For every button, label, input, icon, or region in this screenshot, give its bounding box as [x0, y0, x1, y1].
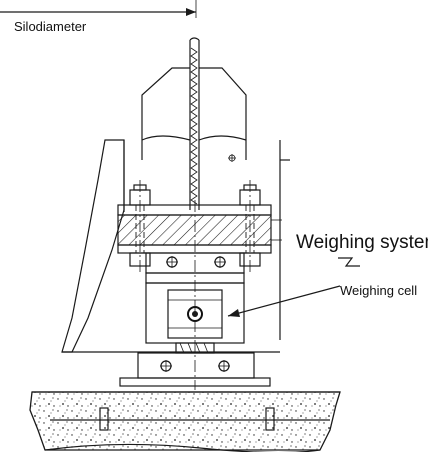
- skirt-right-upper: [199, 67, 247, 140]
- bracket-top-plate: [117, 204, 272, 216]
- bracket-bottom-plate: [117, 244, 272, 254]
- top-bracket: [117, 180, 282, 272]
- concrete-foundation: [29, 391, 341, 452]
- support-leg: [61, 139, 290, 353]
- weighing-cell-body: [145, 200, 245, 390]
- weighing-cell-leader: [227, 285, 341, 317]
- right-anchor-bolt: [239, 180, 261, 272]
- bracket-hatched-plate: [117, 214, 272, 246]
- skirt-right-break: [198, 135, 247, 141]
- wall-weld-texture: [190, 47, 198, 205]
- wall-plate-break: [189, 37, 200, 41]
- anchor-rod-left: [99, 407, 109, 431]
- skirt-left-break: [141, 135, 191, 141]
- silodiameter-label: Silodiameter: [14, 19, 87, 34]
- weighing-cell-label: Weighing cell: [340, 283, 417, 298]
- break-symbol-icon: [338, 257, 360, 267]
- left-anchor-bolt: [129, 180, 151, 272]
- base-bottom-plate: [119, 377, 271, 387]
- support-leg-outline: [61, 139, 125, 353]
- silo-skirt: [141, 67, 247, 162]
- silo-wall-plate: [189, 37, 200, 210]
- weighing-system-label: Weighing system: [296, 232, 428, 253]
- base-plate: [62, 351, 280, 387]
- skirt-left-upper: [141, 67, 190, 140]
- anchor-rod-right: [265, 407, 275, 431]
- leader-arrowhead: [228, 309, 240, 317]
- dimension-arrowhead: [186, 8, 196, 16]
- base-mounting-plate: [137, 352, 255, 379]
- silodiameter-dimension: Silodiameter: [0, 0, 197, 34]
- weighing-system-callout: Weighing system: [296, 232, 428, 267]
- foundation-outline: [29, 391, 341, 451]
- weighing-cell-callout: Weighing cell: [227, 283, 417, 317]
